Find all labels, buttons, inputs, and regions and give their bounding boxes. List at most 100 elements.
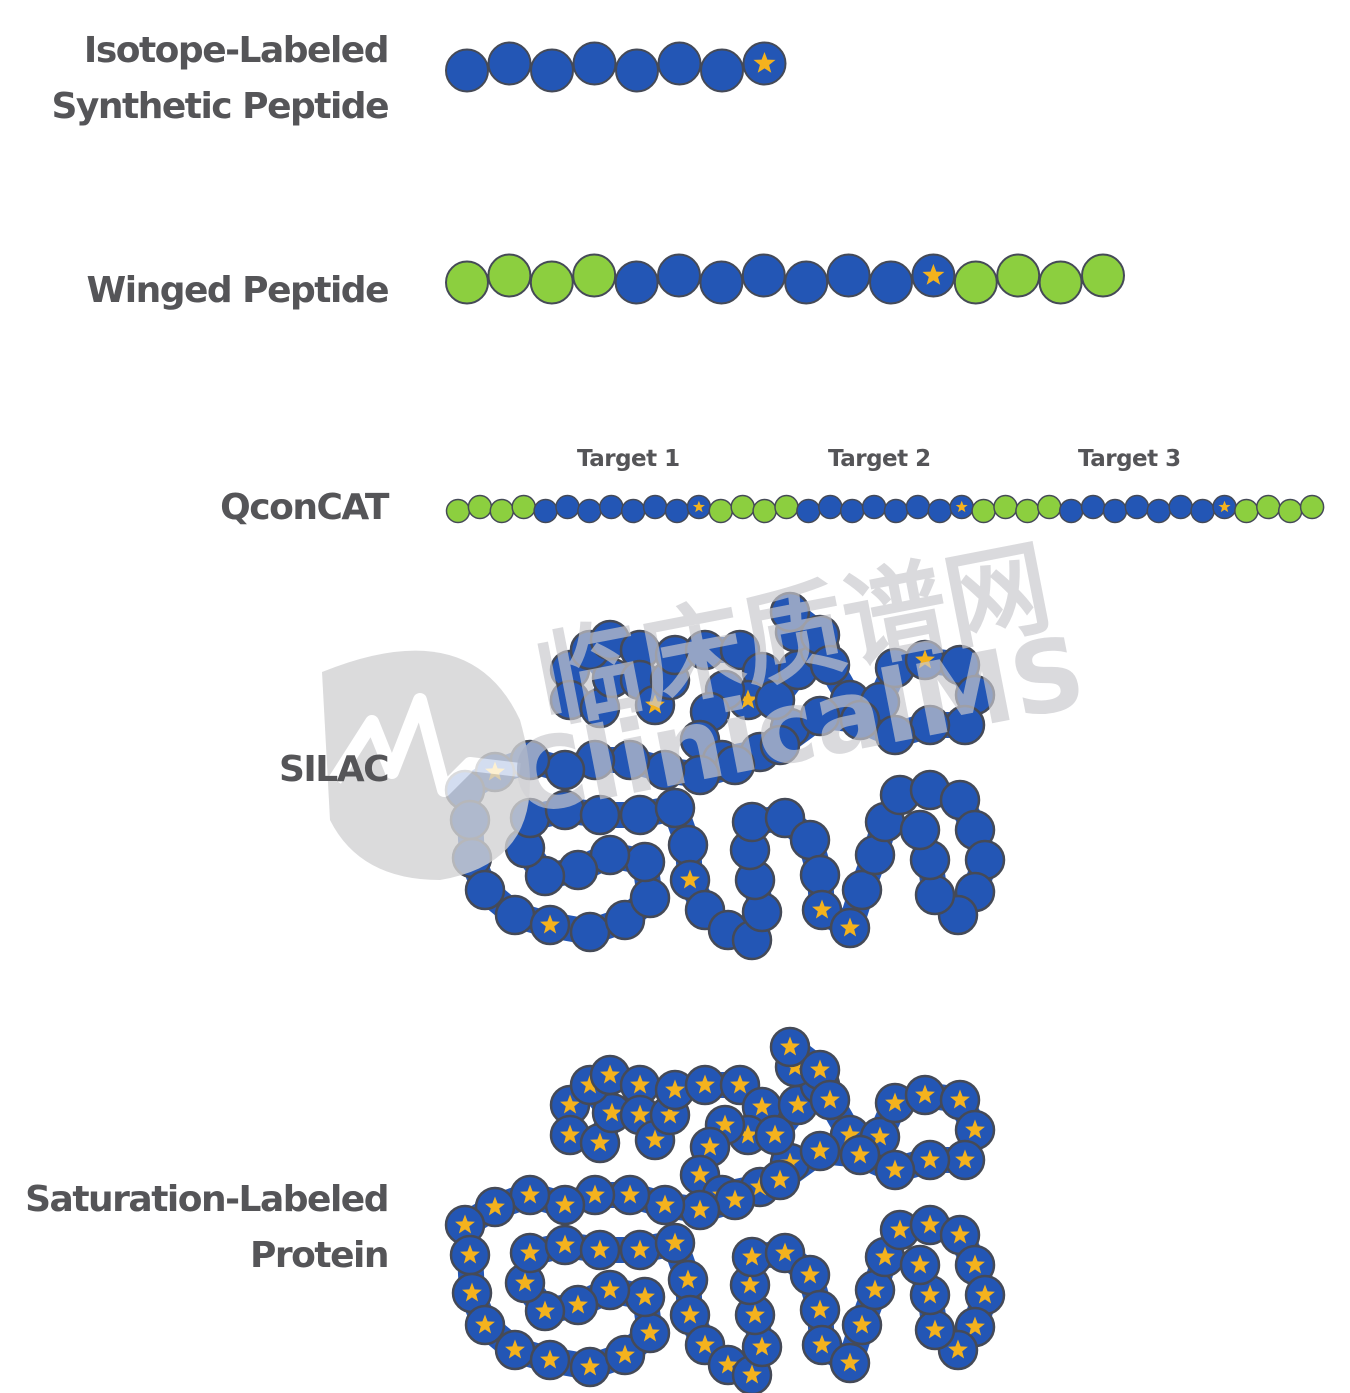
blue-residue-bead xyxy=(826,253,871,298)
saturation-protein-coil xyxy=(444,1026,1006,1393)
isotope-label-star-icon xyxy=(865,1279,885,1299)
isotope-label-star-icon xyxy=(665,1079,685,1099)
green-residue-bead xyxy=(1037,494,1062,520)
isotope-label-star-icon xyxy=(615,1344,635,1364)
isotope-label-star-icon xyxy=(955,1149,975,1169)
isotope-label-star-icon xyxy=(850,1144,870,1164)
blue-residue-bead xyxy=(487,41,532,86)
blue-residue-bead xyxy=(759,724,801,766)
isotope-label-star-icon xyxy=(555,1234,575,1254)
isotope-label-star-icon xyxy=(455,1214,475,1234)
isotope-label-star-icon xyxy=(700,1136,720,1156)
isotope-peptide-chain xyxy=(445,41,787,93)
green-residue-bead xyxy=(1015,498,1040,524)
blue-residue-bead xyxy=(809,644,851,686)
isotope-label-star-icon xyxy=(840,1352,860,1372)
isotope-label-star-icon xyxy=(885,1092,905,1112)
isotope-label-star-icon xyxy=(462,1282,482,1302)
blue-residue-bead xyxy=(839,498,865,524)
isotope-label-star-icon xyxy=(780,1036,800,1056)
label-line: Isotope-Labeled xyxy=(83,30,390,71)
isotope-label-star-icon xyxy=(742,1246,762,1266)
isotope-label-star-icon xyxy=(738,689,758,709)
blue-residue-bead xyxy=(818,494,843,520)
isotope-label-star-icon xyxy=(520,1242,540,1262)
isotope-label-star-icon xyxy=(695,1334,715,1354)
isotope-label-star-icon xyxy=(800,1264,820,1284)
green-residue-bead xyxy=(529,260,574,305)
isotope-label-star-icon xyxy=(678,1269,698,1289)
blue-residue-bead xyxy=(599,494,624,520)
isotope-label-star-icon xyxy=(950,1224,970,1244)
silac-protein-coil xyxy=(444,591,1006,961)
isotope-label-star-icon xyxy=(812,1334,832,1354)
isotope-label-star-icon xyxy=(965,1254,985,1274)
isotope-label-star-icon xyxy=(875,1246,895,1266)
blue-residue-bead xyxy=(905,494,931,520)
blue-residue-bead xyxy=(629,877,671,919)
blue-residue-bead xyxy=(569,911,611,953)
isotope-label-star-icon xyxy=(885,1159,905,1179)
blue-residue-bead xyxy=(899,809,941,851)
isotope-label-star-icon xyxy=(630,1074,650,1094)
isotope-label-star-icon xyxy=(665,1232,685,1252)
blue-residue-bead xyxy=(615,48,659,93)
blue-residue-bead xyxy=(883,498,909,524)
isotope-label-star-icon xyxy=(775,1242,795,1262)
isotope-label-star-icon xyxy=(948,1339,968,1359)
blue-residue-bead xyxy=(914,874,956,916)
blue-residue-bead xyxy=(1168,494,1193,520)
green-residue-bead xyxy=(489,498,515,524)
green-residue-bead xyxy=(1081,253,1125,298)
label-line: Protein xyxy=(250,1235,389,1276)
isotope-label-star-icon xyxy=(840,1124,860,1144)
isotope-label-star-icon xyxy=(915,649,935,669)
isotope-label-star-icon xyxy=(475,1314,495,1334)
blue-residue-bead xyxy=(530,48,574,93)
isotope-label-star-icon xyxy=(630,1239,650,1259)
isotope-label-star-icon xyxy=(590,1132,610,1152)
isotope-label-star-icon xyxy=(640,1322,660,1342)
blue-residue-bead xyxy=(799,695,841,737)
isotope-label-star-icon xyxy=(655,1194,675,1214)
isotope-label-star-icon xyxy=(540,1349,560,1369)
isotope-label-star-icon xyxy=(840,917,860,937)
isotope-label-star-icon xyxy=(515,1272,535,1292)
isotope-label-star-icon xyxy=(715,1114,735,1134)
blue-residue-bead xyxy=(533,498,558,524)
isotope-label-star-icon xyxy=(750,1176,770,1196)
winged-peptide-chain xyxy=(445,253,1125,305)
isotope-label-star-icon xyxy=(770,1169,790,1189)
isotope-label-star-icon xyxy=(780,1152,800,1172)
isotope-label-star-icon xyxy=(590,1239,610,1259)
isotope-label-star-icon xyxy=(680,869,700,889)
label-line: Synthetic Peptide xyxy=(51,86,389,127)
label-winged-peptide: Winged Peptide xyxy=(87,263,390,319)
blue-residue-bead xyxy=(654,787,696,829)
isotope-label-star-icon xyxy=(810,1059,830,1079)
qconcat-target-2-label: Target 2 xyxy=(828,446,931,472)
isotope-label-star-icon xyxy=(765,1124,785,1144)
green-residue-bead xyxy=(971,498,996,524)
blue-residue-bead xyxy=(642,494,668,520)
isotope-label-star-icon xyxy=(585,1184,605,1204)
blue-residue-bead xyxy=(579,794,621,836)
qconcat-chain xyxy=(445,494,1325,524)
isotope-label-star-icon xyxy=(580,1074,600,1094)
green-residue-bead xyxy=(572,253,617,298)
isotope-label-star-icon xyxy=(692,500,705,513)
isotope-label-star-icon xyxy=(620,1184,640,1204)
isotope-label-star-icon xyxy=(852,1314,872,1334)
isotope-label-star-icon xyxy=(540,914,560,934)
label-saturation-labeled-protein: Saturation-Labeled Protein xyxy=(25,1172,389,1284)
isotope-label-star-icon xyxy=(920,1149,940,1169)
isotope-label-star-icon xyxy=(555,1194,575,1214)
label-line: SILAC xyxy=(278,749,390,790)
isotope-label-star-icon xyxy=(920,1284,940,1304)
blue-residue-bead xyxy=(1080,494,1106,520)
isotope-label-star-icon xyxy=(890,1219,910,1239)
isotope-label-star-icon xyxy=(742,1364,762,1384)
isotope-label-star-icon xyxy=(602,1102,622,1122)
isotope-label-star-icon xyxy=(485,1196,505,1216)
